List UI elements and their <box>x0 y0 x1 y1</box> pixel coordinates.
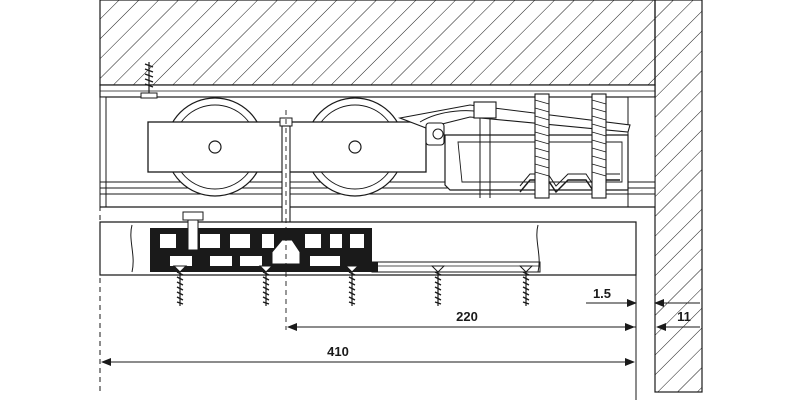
soft-close-damper <box>397 93 631 199</box>
dimension-1-5: 1.5 <box>586 286 700 307</box>
mounting-bracket <box>150 211 541 273</box>
ceiling-screw <box>140 62 158 99</box>
dimension-220-label: 220 <box>456 309 478 324</box>
dimension-1-5-label: 1.5 <box>593 286 611 301</box>
dimension-410: 410 <box>101 344 635 366</box>
ceiling-section <box>99 0 656 86</box>
dimension-11: 11 <box>610 309 700 331</box>
dimension-11-label: 11 <box>677 309 691 324</box>
side-wall-section <box>654 0 703 393</box>
dimension-220: 220 <box>287 309 635 331</box>
dimension-410-label: 410 <box>327 344 349 359</box>
